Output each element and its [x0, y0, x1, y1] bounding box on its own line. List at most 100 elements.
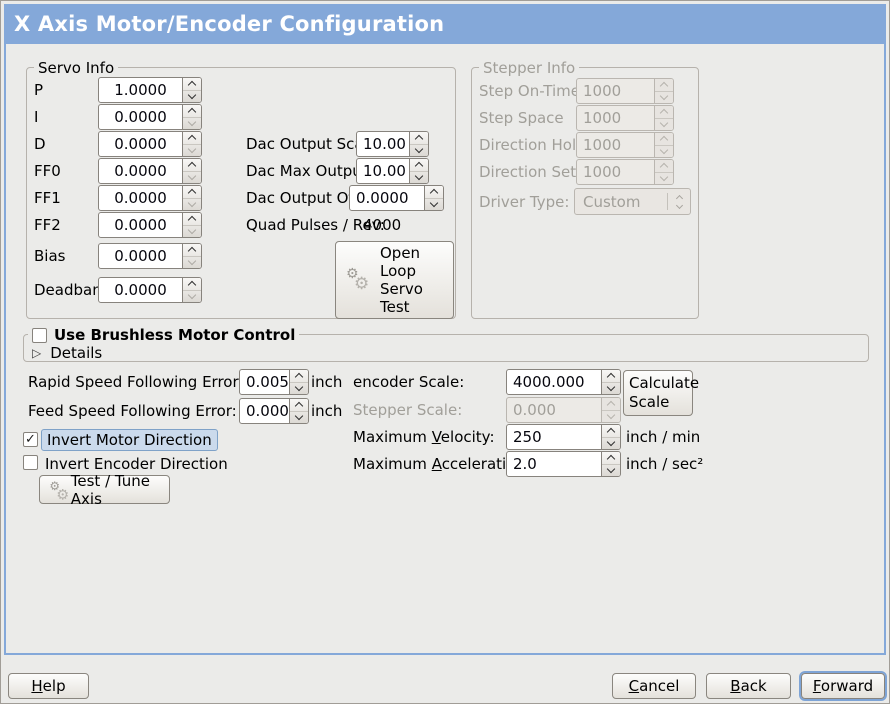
spin-down-button[interactable] [290, 411, 308, 424]
rapid-ferror-spinbox[interactable]: 0.0050 [239, 369, 309, 395]
deadband-label: Deadband [34, 281, 112, 299]
spin-down-button[interactable] [183, 198, 201, 211]
spin-down-icon [606, 437, 616, 446]
step-space-label: Step Space [479, 109, 564, 127]
i-spinbox[interactable]: 0.0000 [98, 104, 202, 130]
spin-up-button[interactable] [602, 452, 620, 465]
deadband-spinbox[interactable]: 0.0000 [98, 277, 202, 303]
spin-up-icon [414, 135, 424, 144]
max-velocity-spinbox[interactable]: 250 [506, 424, 621, 450]
dac-max-output-label: Dac Max Output: [246, 162, 373, 180]
spin-down-button[interactable] [183, 90, 201, 103]
spin-up-icon [187, 281, 197, 290]
spin-up-button[interactable] [290, 370, 308, 383]
dac-max-output-spinbox[interactable]: 10.00 [356, 158, 429, 184]
spin-up-button[interactable] [602, 370, 620, 383]
feed-ferror-spinbox[interactable]: 0.0005 [239, 398, 309, 424]
spin-down-button[interactable] [425, 198, 443, 211]
ff1-label: FF1 [34, 189, 61, 207]
open-loop-servo-test-button[interactable]: ⚙⚙ Open Loop Servo Test [335, 241, 454, 319]
page-title: X Axis Motor/Encoder Configuration [14, 12, 445, 36]
spin-down-icon [606, 464, 616, 473]
spin-up-button[interactable] [183, 132, 201, 145]
stepper-scale-label: Stepper Scale: [353, 401, 463, 419]
spin-up-icon [606, 428, 616, 437]
spin-up-button[interactable] [425, 186, 443, 199]
spin-up-button[interactable] [183, 105, 201, 118]
spin-down-icon [187, 198, 197, 207]
direction-hold-value: 1000 [583, 136, 622, 154]
spin-down-button[interactable] [602, 437, 620, 450]
spin-up-icon [294, 373, 304, 382]
spin-up-icon [187, 216, 197, 225]
forward-button[interactable]: Forward [801, 673, 885, 699]
help-button[interactable]: Help [8, 673, 89, 699]
combo-arrows-icon [668, 194, 690, 209]
ff1-spinbox[interactable]: 0.0000 [98, 185, 202, 211]
spin-up-icon [187, 162, 197, 171]
spin-up-button[interactable] [183, 78, 201, 91]
brushless-frame: Use Brushless Motor Control [23, 326, 869, 362]
spin-down-button[interactable] [183, 117, 201, 130]
cancel-button[interactable]: Cancel [612, 673, 696, 699]
servo-info-frame: Servo Info [26, 59, 456, 319]
back-button[interactable]: Back [706, 673, 791, 699]
spin-up-icon [659, 163, 669, 172]
use-brushless-checkbox[interactable] [32, 327, 47, 343]
ff2-spinbox[interactable]: 0.0000 [98, 212, 202, 238]
spin-up-button[interactable] [183, 213, 201, 226]
spin-down-icon [659, 172, 669, 181]
spin-up-icon [414, 162, 424, 171]
calculate-scale-button[interactable]: Calculate Scale [623, 370, 699, 416]
spin-up-button[interactable] [183, 278, 201, 291]
spin-down-button[interactable] [183, 290, 201, 303]
spin-up-button[interactable] [602, 425, 620, 438]
rapid-ferror-unit: inch [311, 373, 343, 391]
spin-up-button[interactable] [410, 132, 428, 145]
feed-ferror-value: 0.0005 [246, 402, 289, 420]
invert-motor-checkbox[interactable]: ✓ [23, 432, 38, 447]
direction-hold-label: Direction Hold [479, 136, 586, 154]
spin-down-button[interactable] [183, 144, 201, 157]
spin-down-button[interactable] [290, 382, 308, 395]
details-expander[interactable]: ▷ Details [32, 344, 102, 362]
quad-pulses-label: Quad Pulses / Rev: [246, 216, 385, 234]
spin-up-button[interactable] [290, 399, 308, 412]
spin-down-button[interactable] [602, 464, 620, 477]
invert-motor-label[interactable]: Invert Motor Direction [41, 429, 218, 451]
dac-output-scale-spinbox[interactable]: 10.00 [356, 131, 429, 157]
ff2-value: 0.0000 [114, 216, 167, 234]
spin-down-icon [414, 144, 424, 153]
ff0-spinbox[interactable]: 0.0000 [98, 158, 202, 184]
spin-up-icon [606, 401, 616, 410]
invert-encoder-checkbox[interactable] [23, 455, 38, 470]
p-spinbox[interactable]: 1.0000 [98, 77, 202, 103]
d-label: D [34, 135, 46, 153]
spin-down-button[interactable] [602, 382, 620, 395]
max-acceleration-spinbox[interactable]: 2.0 [506, 451, 621, 477]
ff0-value: 0.0000 [114, 162, 167, 180]
spin-down-icon [659, 91, 669, 100]
servo-info-legend: Servo Info [34, 59, 119, 77]
gears-icon: ⚙⚙ [49, 479, 70, 504]
step-on-time-value: 1000 [583, 82, 622, 100]
spin-down-button[interactable] [183, 171, 201, 184]
encoder-scale-value: 4000.000 [513, 373, 585, 391]
spin-down-icon [187, 225, 197, 234]
encoder-scale-spinbox[interactable]: 4000.000 [506, 369, 621, 395]
d-spinbox[interactable]: 0.0000 [98, 131, 202, 157]
test-tune-axis-button[interactable]: ⚙⚙ Test / Tune Axis [39, 472, 170, 508]
spin-down-button[interactable] [410, 171, 428, 184]
invert-encoder-label[interactable]: Invert Encoder Direction [45, 455, 228, 473]
bias-spinbox[interactable]: 0.0000 [98, 243, 202, 269]
driver-type-combobox: Custom [574, 188, 691, 215]
i-value: 0.0000 [114, 108, 167, 126]
spin-up-button[interactable] [183, 159, 201, 172]
spin-down-button[interactable] [183, 256, 201, 269]
spin-down-button[interactable] [410, 144, 428, 157]
spin-down-button[interactable] [183, 225, 201, 238]
spin-up-button[interactable] [183, 186, 201, 199]
spin-up-button[interactable] [183, 244, 201, 257]
spin-up-button[interactable] [410, 159, 428, 172]
dac-output-offset-spinbox[interactable]: 0.0000 [349, 185, 444, 211]
